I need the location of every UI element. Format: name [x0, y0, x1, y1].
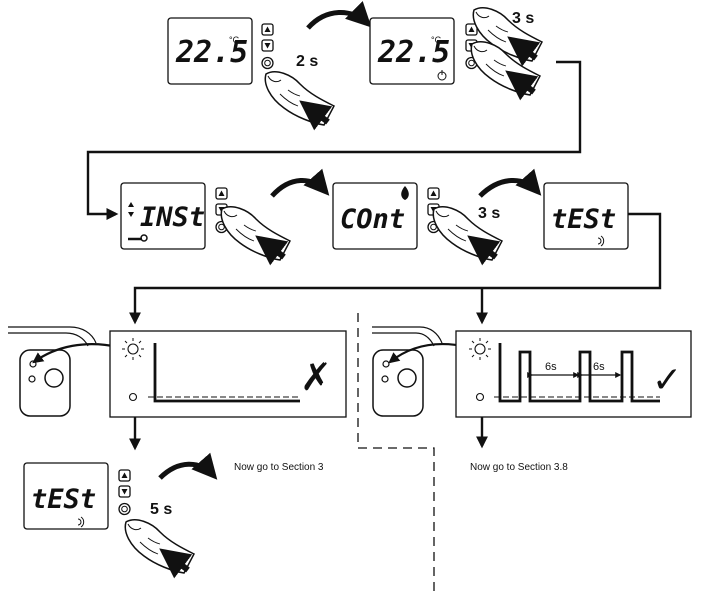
up-arrow-icon: [128, 202, 134, 207]
duration-label-3: 3 s: [478, 205, 500, 222]
svg-text:°C: °C: [431, 35, 442, 45]
finger-icon: [265, 72, 334, 125]
wrench-icon: [128, 234, 148, 242]
celsius-unit: °C: [229, 35, 240, 45]
flow-arrow-3: [478, 168, 542, 198]
radio-icon: [77, 516, 85, 528]
flame-icon: [401, 186, 409, 200]
boiler-unit-right: [372, 326, 443, 347]
thermostat-buttons-5[interactable]: [118, 469, 131, 516]
signal-trace-flat: [153, 343, 300, 403]
signal-panel-pass: 6s 6s ✓: [455, 330, 692, 418]
svg-text:COnt: COnt: [340, 204, 405, 235]
pass-mark: ✓: [652, 360, 682, 401]
signal-trace-pulses: [498, 343, 660, 403]
svg-text:INSt: INSt: [140, 202, 205, 233]
display-cont: COnt: [332, 182, 418, 250]
svg-text:tESt: tESt: [551, 204, 616, 235]
radio-icon: [597, 235, 605, 247]
led-pointer-arrow: [32, 343, 119, 364]
connector-to-fail-branch: [129, 212, 662, 325]
receiver-icon: [372, 349, 424, 417]
boiler-unit-left: [8, 326, 97, 347]
flow-arrow-2: [270, 168, 330, 198]
thermostat-buttons-1[interactable]: [261, 23, 274, 70]
flow-arrow-4: [158, 452, 218, 480]
duration-label-2: 3 s: [512, 10, 534, 27]
display-temperature-2: 22.5 °C: [369, 17, 455, 85]
down-arrow-icon: [128, 212, 134, 217]
led-off-icon: [128, 392, 138, 402]
finger-icon: [125, 520, 194, 573]
fail-mark: ✗: [300, 355, 332, 399]
note-pass: Now go to Section 3.8: [470, 462, 568, 473]
receiver-icon: [19, 349, 71, 417]
connector-row1-row2: [86, 60, 582, 220]
finger-icon: [221, 207, 290, 260]
note-fail: Now go to Section 3: [234, 462, 324, 473]
display-test-1: tESt: [543, 182, 629, 250]
display-temperature-1: 22.5 °C: [167, 17, 253, 85]
flow-arrow-1: [306, 1, 372, 30]
branch-divider: [357, 313, 435, 592]
svg-text:tESt: tESt: [31, 484, 96, 515]
svg-text:6s: 6s: [593, 361, 605, 373]
display-test-2: tESt: [23, 462, 109, 530]
gap-dimension-1: 6s: [527, 361, 580, 378]
duration-label-4: 5 s: [150, 501, 172, 518]
duration-label-1: 2 s: [296, 53, 318, 70]
gap-dimension-2: 6s: [577, 361, 622, 378]
signal-panel-fail: ✗: [109, 330, 347, 418]
led-off-icon: [475, 392, 485, 402]
display-inst: INSt: [120, 182, 206, 250]
svg-text:22.5: 22.5: [377, 35, 450, 70]
temperature-value: 22.5: [175, 35, 248, 70]
svg-text:6s: 6s: [545, 361, 557, 373]
